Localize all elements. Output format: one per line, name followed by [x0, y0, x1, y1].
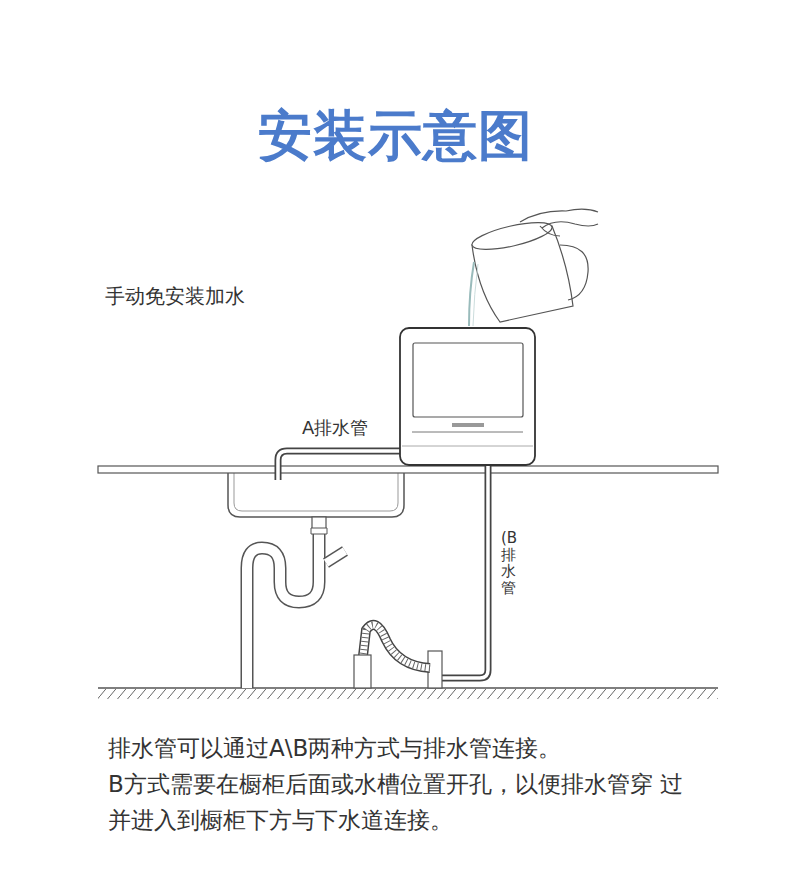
caption-paragraph: B方式需要在橱柜后面或水槽位置开孔，以便排水管穿 过并进入到橱柜下方与下水道连接…: [108, 766, 693, 838]
floor: [98, 688, 718, 699]
corrugated-hose: [354, 625, 430, 688]
drain-hose-a: [278, 451, 401, 480]
trap-pipe: [247, 528, 345, 688]
countertop: [98, 466, 718, 473]
hose-label-vertical: (B排水管: [501, 530, 516, 596]
diagram-title: 安装示意图: [258, 100, 533, 173]
drain-hose-b: [428, 462, 488, 688]
note-label: 手动免安装加水: [105, 283, 245, 310]
water-pitcher: [469, 209, 598, 326]
dishwasher: [400, 328, 535, 465]
sink: [228, 473, 404, 529]
caption-line: 排水管可以通过A\B两种方式与排水管连接。: [108, 730, 748, 766]
hose-label: A排水管: [302, 416, 368, 440]
